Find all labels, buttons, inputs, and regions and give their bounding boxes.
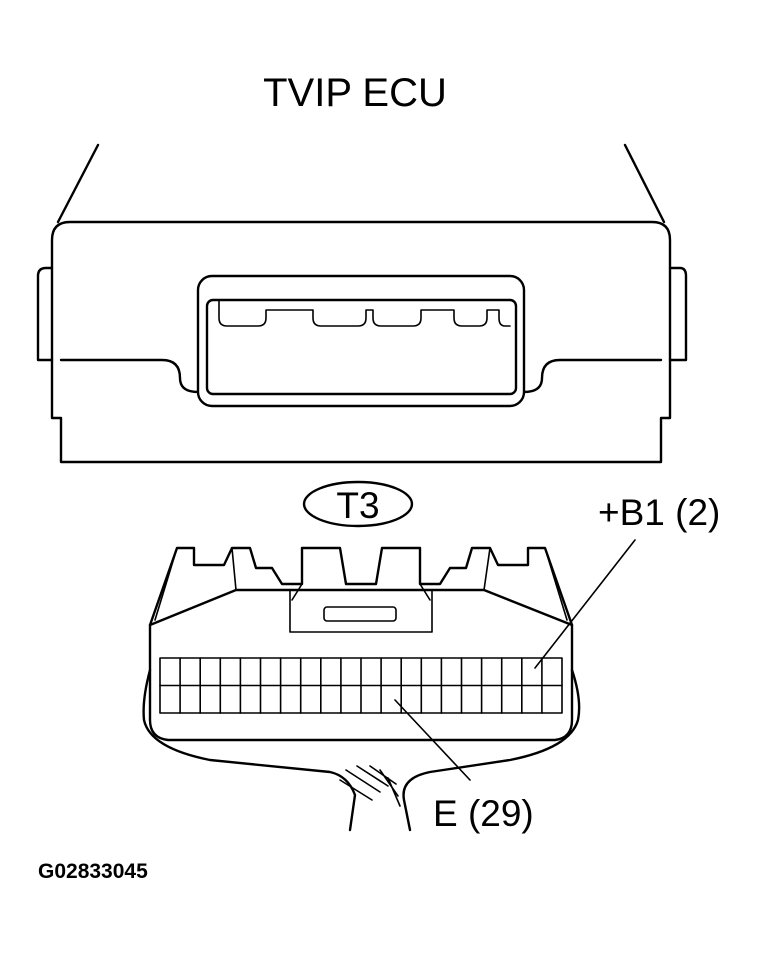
wire-harness [142, 668, 581, 832]
callout-bottom-label: E (29) [433, 793, 534, 834]
callout-top-label: +B1 (2) [598, 492, 720, 533]
ecu-socket [196, 274, 526, 408]
plug-connector [148, 546, 574, 742]
leader-top [534, 539, 636, 669]
figure-code: G02833045 [38, 860, 148, 883]
connector-id-label: T3 [336, 485, 379, 526]
connector-id-badge: T3 [302, 480, 414, 528]
leader-bottom [394, 699, 471, 781]
ecu-title: TVIP ECU [263, 71, 447, 115]
pin-grid [159, 657, 563, 714]
